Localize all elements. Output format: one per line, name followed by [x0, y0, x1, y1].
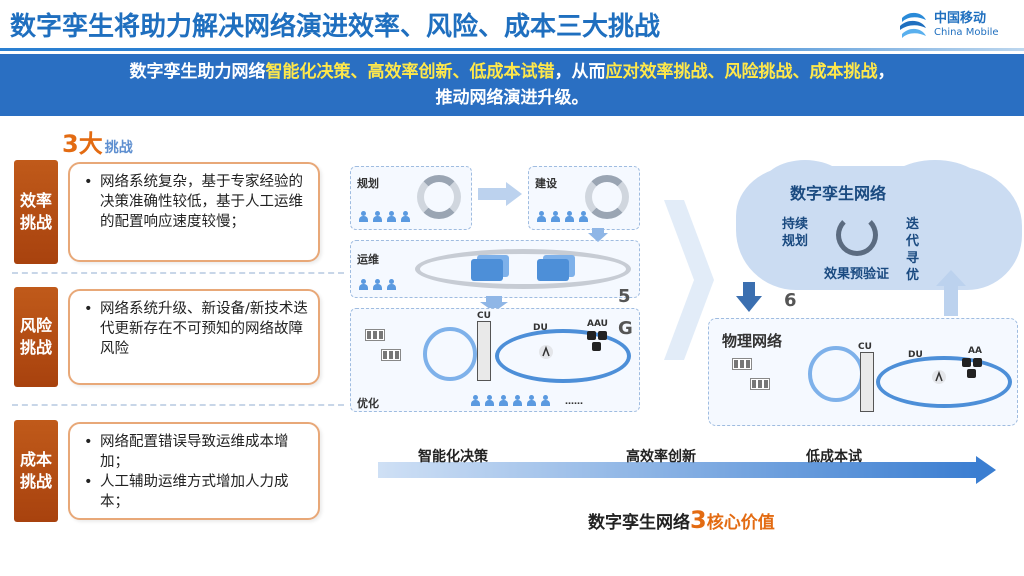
page-title: 数字孪生将助力解决网络演进效率、风险、成本三大挑战 — [10, 12, 661, 42]
cost-challenge-card: 网络配置错误导致运维成本增加； 人工辅助运维方式增加人力成本； — [68, 422, 320, 520]
digital-twin-title: 数字孪生网络 — [790, 184, 887, 203]
du-label: DU — [908, 350, 923, 360]
summary-banner: 数字孪生助力网络智能化决策、高效率创新、低成本试错，从而应对效率挑战、风险挑战、… — [0, 54, 1024, 116]
cu-rack — [860, 352, 874, 412]
divider — [12, 404, 344, 406]
challenges-count: 3大 — [62, 130, 103, 158]
optimize-label: 优化 — [357, 397, 379, 410]
network-ring — [808, 346, 864, 402]
device-icon — [962, 358, 982, 378]
banner-text: 数字孪生助力网络 — [129, 62, 266, 82]
cu-label: CU — [477, 311, 491, 321]
axis-label-intelligent-decision: 智能化决策 — [418, 449, 488, 465]
banner-text: ，从而 — [554, 62, 606, 82]
efficiency-challenge-tag: 效率 挑战 — [14, 160, 58, 264]
network-ring — [423, 327, 477, 381]
6g-label-6: 6 — [784, 290, 797, 311]
doc-icons — [732, 358, 752, 370]
cu-label: CU — [858, 342, 872, 352]
arrow-down-icon — [736, 282, 762, 312]
effect-prevalidation-label: 效果预验证 — [824, 267, 890, 282]
axis-label-low-cost-trial: 低成本试 — [806, 449, 862, 465]
network-ring — [495, 329, 631, 383]
banner-text: ， — [877, 62, 895, 82]
logo-en-text: China Mobile — [934, 26, 999, 38]
core-prefix: 数字孪生网络 — [588, 513, 690, 533]
people-icon — [359, 279, 396, 290]
device-icon — [587, 331, 607, 351]
antenna-icon — [539, 345, 553, 359]
efficiency-challenge-card: 网络系统复杂，基于专家经验的决策准确性较低，基于人工运维的配置响应速度较慢； — [68, 162, 320, 262]
challenge-bullet: 网络系统复杂，基于专家经验的决策准确性较低，基于人工运维的配置响应速度较慢； — [84, 172, 308, 232]
banner-line-1: 数字孪生助力网络智能化决策、高效率创新、低成本试错，从而应对效率挑战、风险挑战、… — [0, 59, 1024, 85]
5g-label-5: 5 — [618, 286, 631, 307]
title-underline — [0, 48, 1024, 51]
doc-icons — [365, 329, 385, 341]
banner-line-2: 推动网络演进升级。 — [435, 88, 589, 108]
plan-label: 规划 — [357, 177, 379, 190]
doc-icons — [750, 378, 770, 390]
axis-label-efficient-innovation: 高效率创新 — [626, 449, 696, 465]
continuous-planning-label: 持续 规划 — [782, 217, 809, 249]
cycle-icon — [585, 175, 629, 219]
arrow-right-icon — [478, 182, 522, 206]
5g-label-g: G — [618, 318, 633, 339]
server-icon — [471, 259, 503, 281]
people-icon — [537, 211, 588, 222]
people-icon — [359, 211, 410, 222]
cost-challenge-tag: 成本 挑战 — [14, 420, 58, 522]
logo-cn-text: 中国移动 — [934, 11, 987, 27]
arrow-head-icon — [976, 456, 996, 484]
doc-icons — [381, 349, 401, 361]
aa-label: AA — [968, 346, 982, 356]
divider — [12, 272, 344, 274]
china-mobile-logo: 中国移动 China Mobile — [896, 6, 1016, 44]
cu-rack — [477, 321, 491, 381]
server-icon — [537, 259, 569, 281]
core-number: 3 — [690, 506, 707, 534]
chevron-right-icon — [664, 200, 714, 360]
antenna-icon — [932, 370, 946, 384]
physical-network-label: 物理网络 — [722, 332, 783, 350]
plan-box: 规划 — [350, 166, 472, 230]
ops-label: 运维 — [357, 253, 379, 266]
digital-twin-cloud — [736, 166, 1022, 290]
arrow-down-icon — [588, 228, 608, 242]
cycle-icon — [836, 214, 878, 256]
people-icon — [471, 395, 550, 406]
challenges-unit: 挑战 — [104, 140, 133, 156]
arrow-up-icon — [936, 270, 966, 316]
network-ring — [876, 356, 1012, 408]
arrow-down-icon — [480, 296, 508, 312]
ops-cycle — [415, 249, 631, 289]
value-axis-arrow — [378, 462, 978, 478]
build-box: 建设 — [528, 166, 640, 230]
banner-highlight: 智能化决策、高效率创新、低成本试错 — [265, 62, 555, 82]
risk-challenge-tag: 风险 挑战 — [14, 287, 58, 387]
core-suffix: 核心价值 — [706, 513, 775, 533]
challenge-bullet: 人工辅助运维方式增加人力成本； — [84, 472, 308, 512]
du-label: DU — [533, 323, 548, 333]
challenge-bullet: 网络系统升级、新设备/新技术迭代更新存在不可预知的网络故障风险 — [84, 299, 308, 359]
ellipsis: …… — [565, 397, 583, 407]
iterative-optimize-label: 迭 代 寻 优 — [906, 217, 920, 283]
banner-highlight: 应对效率挑战、风险挑战、成本挑战 — [605, 62, 878, 82]
optimize-box: CU DU AAU 优化 …… — [350, 308, 640, 412]
aau-label: AAU — [587, 319, 608, 329]
ops-box: 运维 — [350, 240, 640, 298]
risk-challenge-card: 网络系统升级、新设备/新技术迭代更新存在不可预知的网络故障风险 — [68, 289, 320, 385]
build-label: 建设 — [535, 177, 557, 190]
challenges-heading: 3大挑战 — [62, 124, 133, 159]
core-value-caption: 数字孪生网络3核心价值 — [588, 506, 775, 534]
challenge-bullet: 网络配置错误导致运维成本增加； — [84, 432, 308, 472]
cycle-icon — [417, 175, 461, 219]
china-mobile-logo-icon — [900, 12, 926, 38]
